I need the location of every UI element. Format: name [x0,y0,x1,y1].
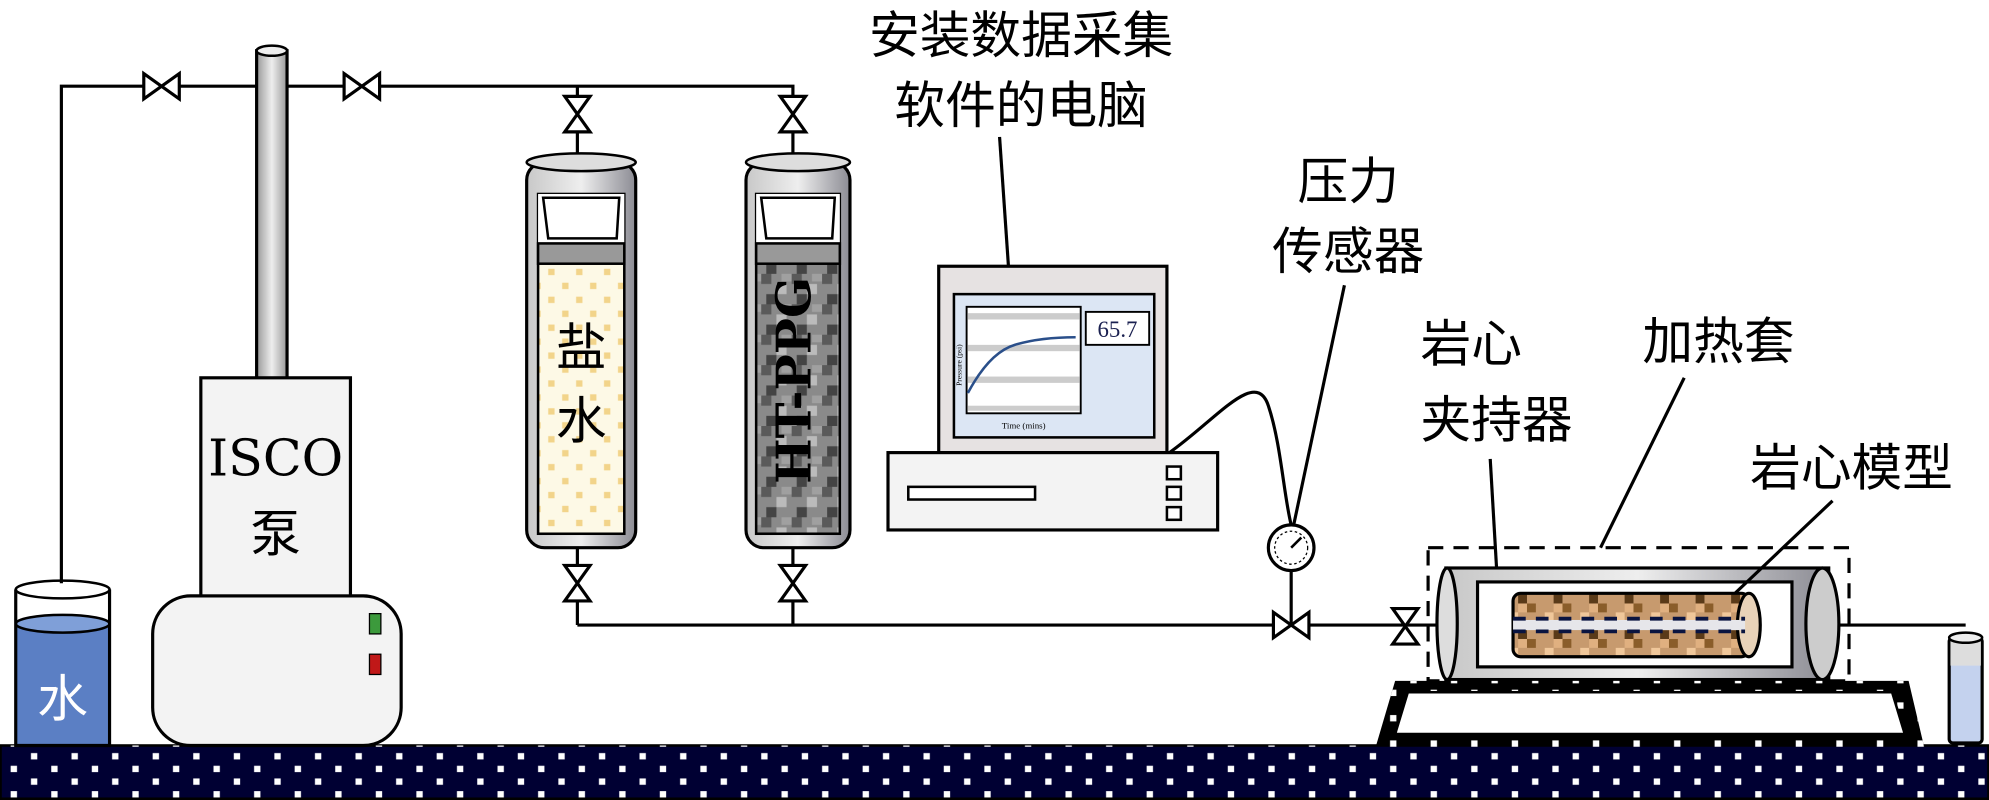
computer: Time (mins) Pressure (psi) 65.7 [886,264,1220,532]
water-label: 水 [37,669,88,728]
pressure-gauge-icon [1266,523,1316,573]
collection-vial [1947,631,1984,745]
computer-label-2: 软件的电脑 [894,76,1148,135]
ht-ppg-label: HT-PPG [766,277,822,484]
red-indicator-light [368,653,382,676]
heater-label: 加热套 [1642,312,1794,371]
brine-label-char: 水 [556,392,607,451]
sensor-label-2: 传感器 [1272,222,1424,281]
ground-bench [0,744,1989,800]
button-icon[interactable] [1165,505,1183,522]
valve-icon[interactable] [561,94,594,134]
water-beaker: 水 [14,579,112,748]
valve-icon[interactable] [777,563,809,603]
data-cable [1168,390,1293,526]
computer-label: 安装数据采集 [869,6,1173,65]
green-indicator-light [368,612,382,635]
brine-label-char: 盐 [556,318,607,377]
button-icon[interactable] [1165,485,1183,501]
valve-icon[interactable] [142,70,181,102]
holder-label-2: 夹持器 [1421,390,1573,449]
valve-icon[interactable] [1271,609,1311,641]
pressure-curve [966,335,1076,394]
core-holder [1426,546,1851,683]
pump-label-2: 泵 [250,505,301,564]
pump-label: ISCO [208,428,343,487]
button-icon[interactable] [1165,465,1183,481]
valve-icon[interactable] [1389,606,1422,646]
screen-chart: Time (mins) Pressure (psi) [955,305,1082,431]
valve-icon[interactable] [777,94,809,134]
disk-drive-slot [907,485,1037,501]
brine-label: 盐水 [556,318,607,451]
valve-icon[interactable] [342,70,382,102]
valve-icon[interactable] [561,563,594,603]
y-axis-label: Pressure (psi) [955,344,964,386]
brine-cylinder: 盐水 [525,152,638,550]
x-axis-label: Time (mins) [1002,421,1046,431]
leader-lines [997,136,1834,595]
valves [142,70,1422,646]
core-model-label: 岩心模型 [1750,439,1953,498]
core-holder-stand [1376,680,1924,746]
isco-pump: ISCO 泵 [151,44,403,748]
ht-ppg-cylinder: HT-PPG [744,152,852,550]
holder-label: 岩心 [1421,314,1522,373]
core-model [1511,591,1762,659]
pressure-reading: 65.7 [1098,317,1138,342]
sensor-label: 压力 [1298,152,1399,211]
